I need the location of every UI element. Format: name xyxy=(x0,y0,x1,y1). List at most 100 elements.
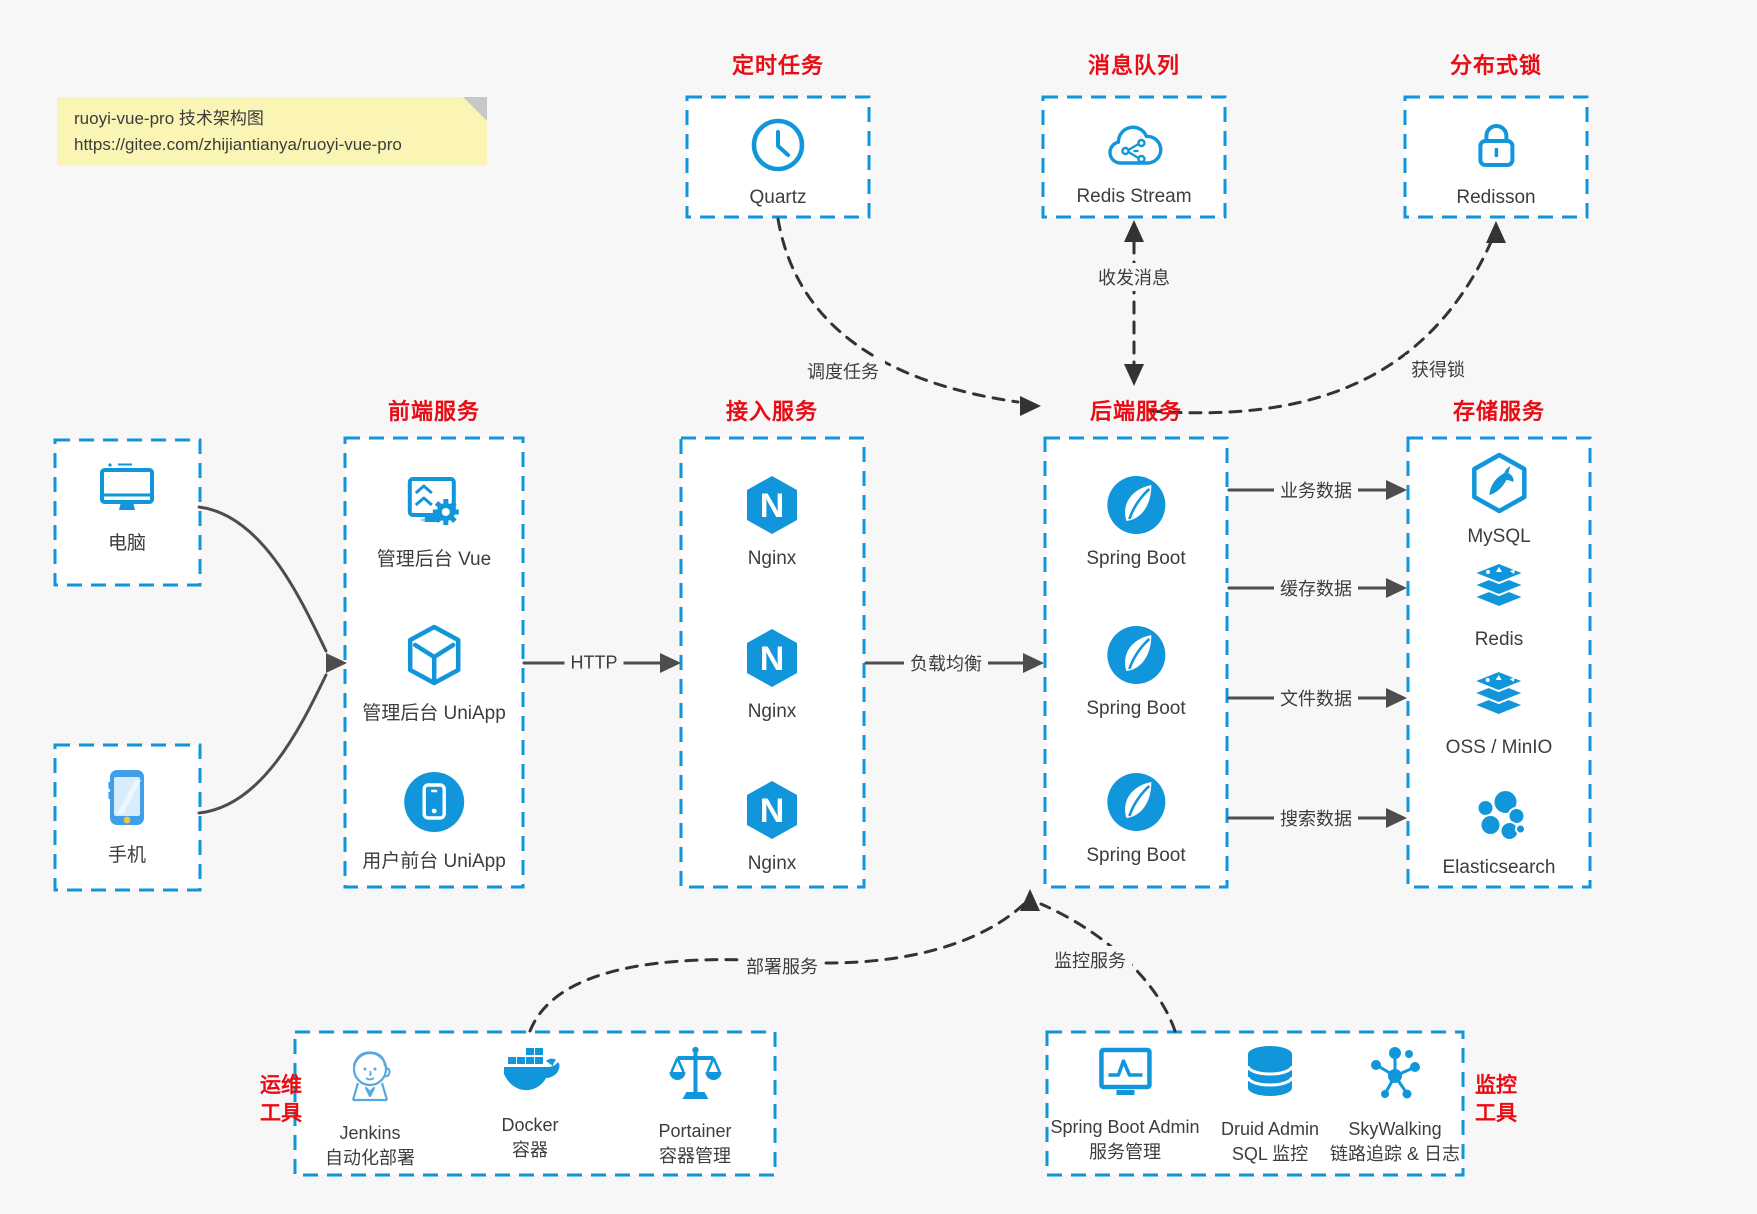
uniapp-cube-icon xyxy=(405,624,463,691)
skywalking-label: SkyWalking xyxy=(1348,1119,1442,1139)
edge-label-search-data: 搜索数据 xyxy=(1274,804,1358,832)
spring-boot-admin-label: Spring Boot Admin xyxy=(1050,1117,1200,1137)
lock-icon xyxy=(1468,115,1524,180)
mysql-icon xyxy=(1469,452,1529,519)
edge-label-schedule: 调度任务 xyxy=(801,357,885,385)
edge-label-business-data: 业务数据 xyxy=(1274,476,1358,504)
jenkins-icon xyxy=(341,1044,399,1111)
phone-to-frontend-arrow xyxy=(197,673,328,815)
node-pc-client: 电脑 xyxy=(96,462,158,555)
file-data-arrowhead xyxy=(1386,688,1407,708)
node-label: 管理后台 UniApp xyxy=(362,703,506,724)
node-user-uniapp: 用户前台 UniApp xyxy=(362,770,506,873)
redis-stream-cloud-icon xyxy=(1101,118,1167,179)
node-spring-boot-2: Spring Boot xyxy=(1086,624,1186,720)
druid-sublabel: SQL 监控 xyxy=(1231,1144,1309,1164)
node-jenkins: Jenkins 自动化部署 xyxy=(325,1044,415,1171)
message-up-arrowhead xyxy=(1124,220,1144,242)
elasticsearch-icon xyxy=(1470,787,1528,850)
node-mysql: MySQL xyxy=(1467,452,1531,548)
monitoring-title-line1: 监控 xyxy=(1475,1074,1517,1097)
edge-label-cache-data: 缓存数据 xyxy=(1274,574,1358,602)
pc-to-frontend-arrow xyxy=(197,505,328,653)
node-label: Elasticsearch xyxy=(1442,857,1556,878)
schedule-task-curve xyxy=(776,217,1020,404)
edge-label-load-balance: 负载均衡 xyxy=(904,649,988,677)
spring-boot-admin-sublabel: 服务管理 xyxy=(1089,1142,1161,1162)
jenkins-sublabel: 自动化部署 xyxy=(325,1148,415,1168)
group-title-storage: 存储服务 xyxy=(1452,399,1546,424)
node-label: MySQL xyxy=(1467,526,1531,547)
jenkins-label: Jenkins xyxy=(339,1123,401,1143)
user-uniapp-icon xyxy=(402,770,466,839)
node-spring-boot-1: Spring Boot xyxy=(1086,474,1186,570)
monitor-service-curve xyxy=(1039,902,1177,1033)
node-docker: Docker 容器 xyxy=(498,1046,562,1163)
node-label: Docker 容器 xyxy=(501,1113,558,1163)
portainer-sublabel: 容器管理 xyxy=(658,1146,731,1166)
node-label: Spring Boot Admin 服务管理 xyxy=(1050,1115,1199,1165)
node-nginx-2: N Nginx xyxy=(743,627,801,723)
druid-icon xyxy=(1244,1044,1296,1107)
quartz-group-box xyxy=(685,95,871,219)
search-data-arrowhead xyxy=(1386,808,1407,828)
docker-icon xyxy=(498,1046,562,1103)
group-title-distributed-lock: 分布式锁 xyxy=(1449,53,1543,78)
node-label: Spring Boot xyxy=(1086,698,1186,719)
node-label: Nginx xyxy=(747,548,797,569)
node-portainer: Portainer 容器管理 xyxy=(658,1044,732,1169)
edge-label-monitor: 监控服务 xyxy=(1048,946,1132,974)
spring-boot-icon xyxy=(1105,771,1167,838)
node-phone-client: 手机 xyxy=(104,768,150,867)
node-label: Spring Boot xyxy=(1086,548,1186,569)
node-label: Nginx xyxy=(747,853,797,874)
node-label: 管理后台 Vue xyxy=(376,549,492,570)
group-title-scheduled-tasks: 定时任务 xyxy=(731,53,825,78)
http-arrowhead xyxy=(660,653,681,673)
group-title-message-queue: 消息队列 xyxy=(1087,53,1181,78)
node-label: Redisson xyxy=(1456,187,1536,208)
devops-title-line2: 工具 xyxy=(260,1102,302,1125)
acquire-lock-curve xyxy=(1148,240,1493,415)
smartphone-icon xyxy=(104,768,150,833)
group-title-frontend: 前端服务 xyxy=(387,399,481,424)
deploy-monitor-arrowhead xyxy=(1020,889,1040,911)
redis-stream-group-box xyxy=(1041,95,1227,219)
redis-stack-icon xyxy=(1470,561,1528,622)
note-title: ruoyi-vue-pro 技术架构图 xyxy=(74,109,264,128)
group-title-devops-tools: 运维 工具 xyxy=(260,1072,302,1128)
schedule-task-arrowhead xyxy=(1020,396,1041,416)
message-down-arrowhead xyxy=(1124,364,1144,386)
edge-label-http: HTTP xyxy=(564,651,624,675)
spring-boot-icon xyxy=(1105,624,1167,691)
admin-vue-icon xyxy=(403,474,465,537)
group-title-monitoring-tools: 监控 工具 xyxy=(1475,1072,1517,1128)
svg-text:N: N xyxy=(760,792,785,830)
node-label: Spring Boot xyxy=(1086,845,1186,866)
node-label: 手机 xyxy=(107,845,146,866)
node-skywalking: SkyWalking 链路追踪 & 日志 xyxy=(1330,1044,1460,1167)
sticky-note: ruoyi-vue-pro 技术架构图 https://gitee.com/zh… xyxy=(57,97,487,165)
nginx-icon: N xyxy=(743,474,801,541)
edge-label-file-data: 文件数据 xyxy=(1274,684,1358,712)
nginx-icon: N xyxy=(743,627,801,694)
node-label: 用户前台 UniApp xyxy=(362,851,506,872)
note-url: https://gitee.com/zhijiantianya/ruoyi-vu… xyxy=(74,135,402,154)
node-label: Portainer 容器管理 xyxy=(658,1119,731,1169)
node-label: OSS / MinIO xyxy=(1445,737,1553,758)
node-nginx-1: N Nginx xyxy=(743,474,801,570)
note-fold-corner xyxy=(463,97,487,121)
group-title-gateway: 接入服务 xyxy=(725,399,819,424)
docker-label: Docker xyxy=(501,1115,559,1135)
load-balance-arrowhead xyxy=(1023,653,1044,673)
frontend-arrowhead xyxy=(326,653,347,673)
node-label: Redis xyxy=(1474,629,1524,650)
portainer-label: Portainer xyxy=(658,1121,732,1141)
monitoring-title-line2: 工具 xyxy=(1475,1102,1517,1125)
node-admin-vue: 管理后台 Vue xyxy=(377,474,491,571)
spring-boot-icon xyxy=(1105,474,1167,541)
node-elasticsearch: Elasticsearch xyxy=(1443,787,1556,879)
node-redis: Redis xyxy=(1470,561,1528,651)
node-label: Nginx xyxy=(747,701,797,722)
